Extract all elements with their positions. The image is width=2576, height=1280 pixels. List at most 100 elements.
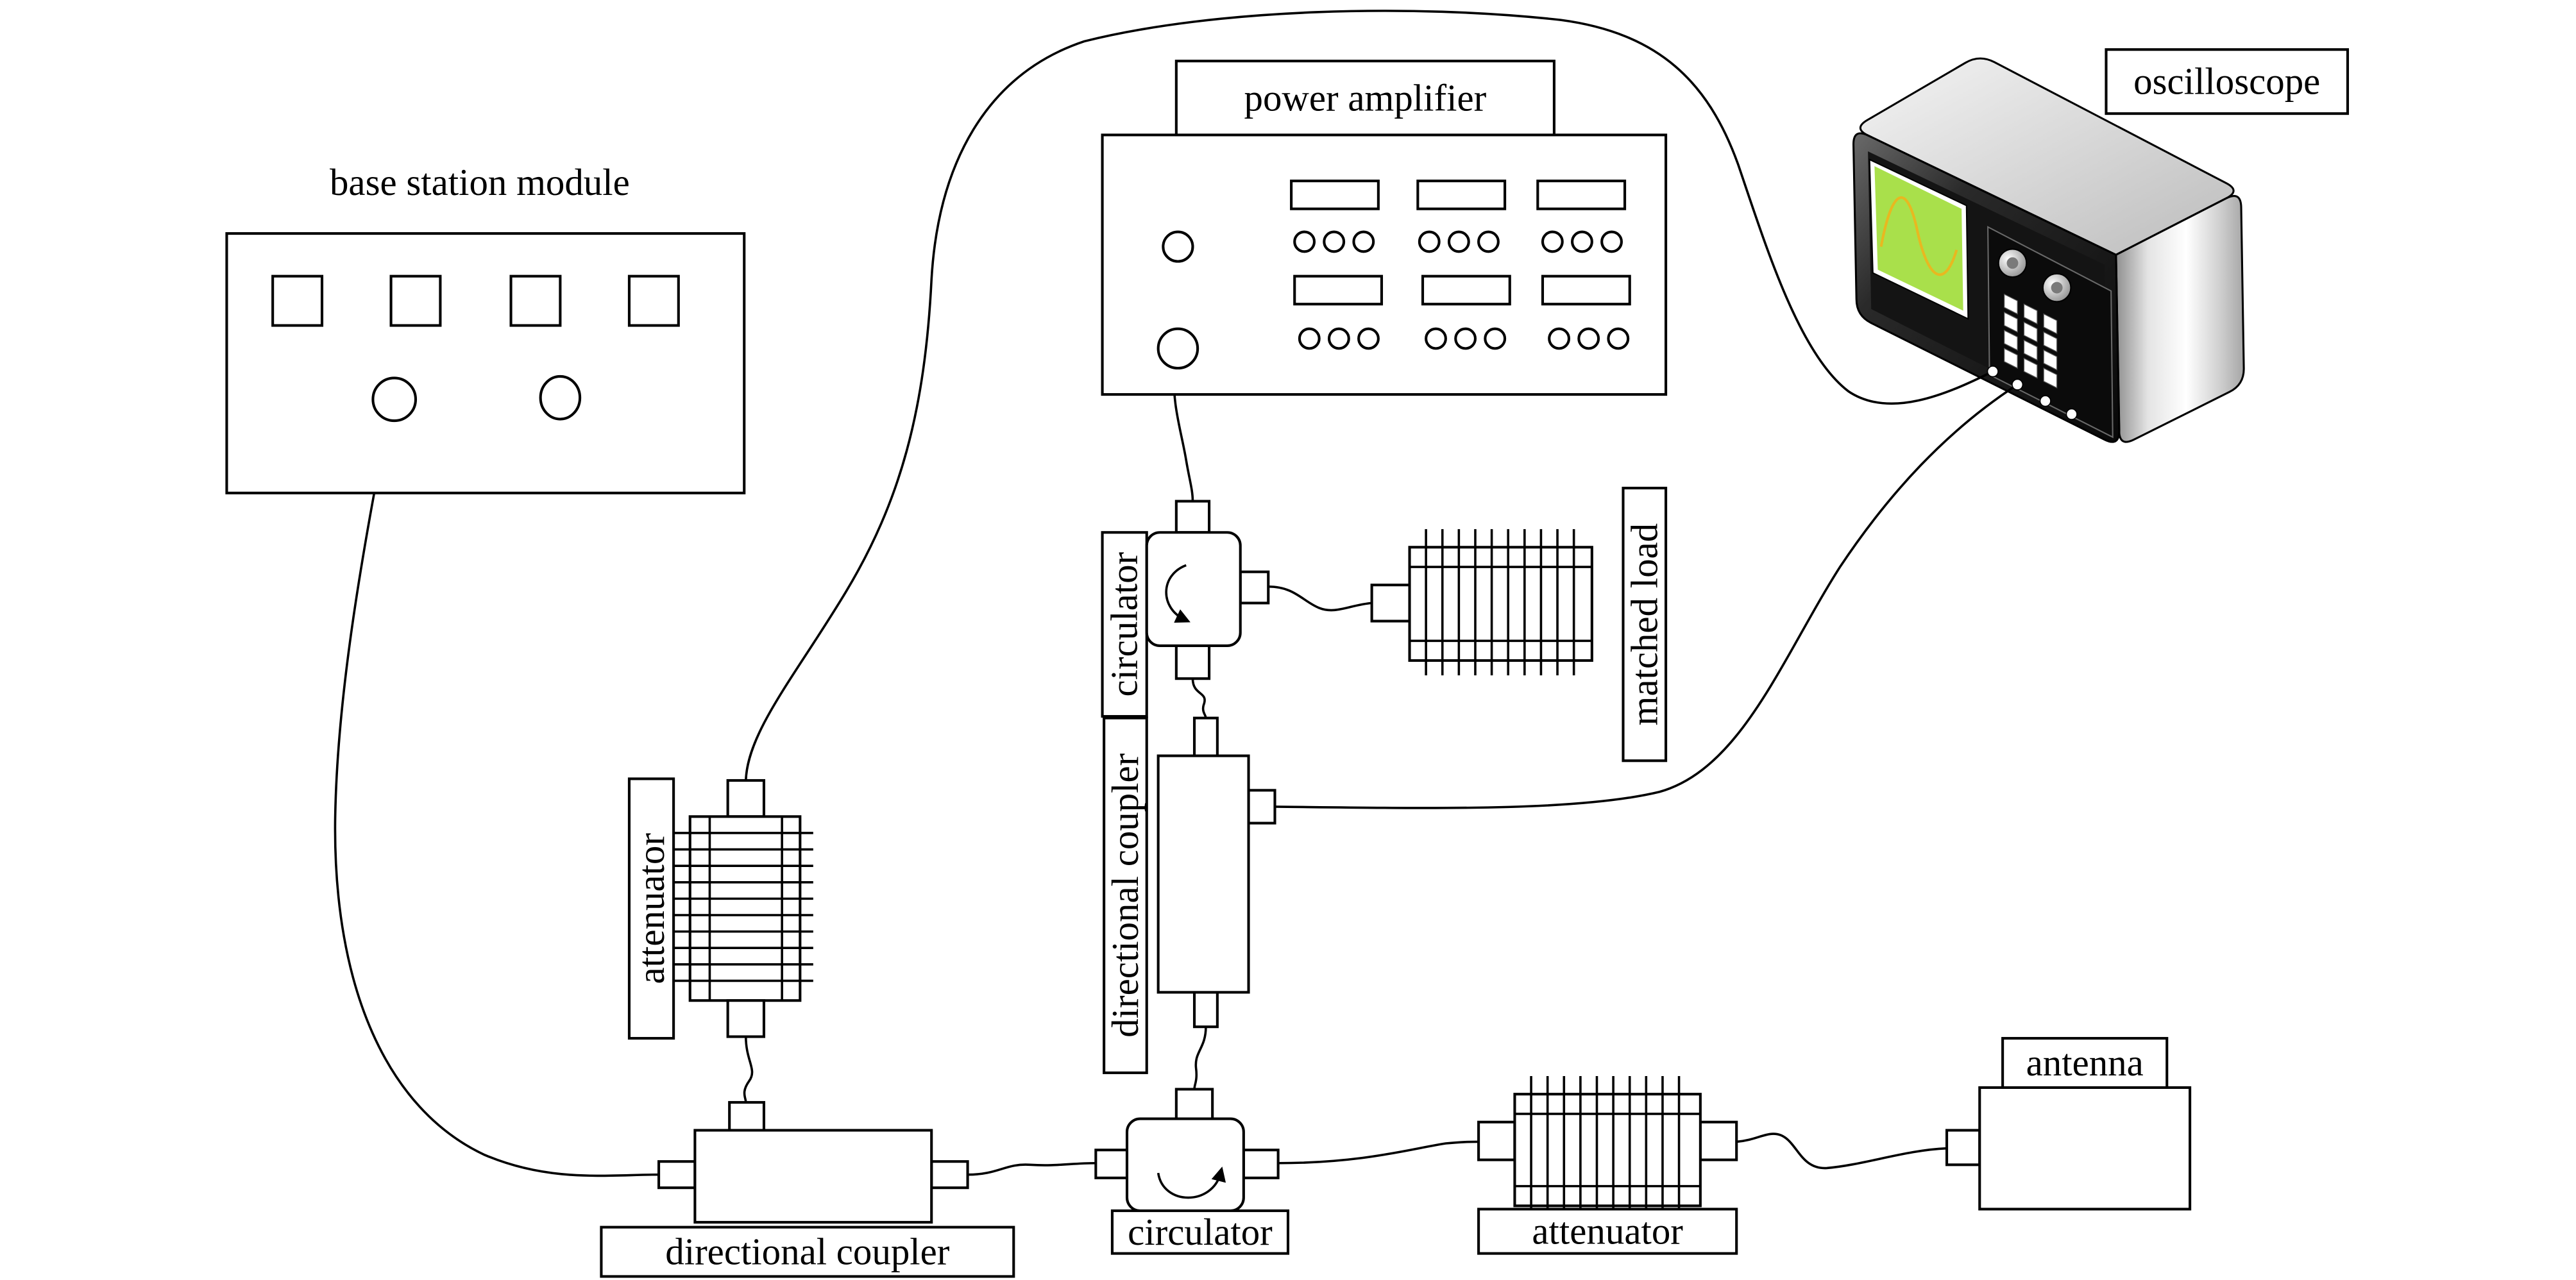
- oscilloscope-keypad: [2004, 293, 2058, 389]
- indicator-led: [1327, 327, 1350, 350]
- attenuator-bottom-core: [1514, 1113, 1700, 1188]
- oscilloscope-input-port: [1987, 366, 1999, 378]
- attenuator-left-label-box: [627, 777, 675, 1040]
- attenuator-left-body: [688, 815, 802, 1002]
- power-amplifier-indicators-row-1: [1293, 230, 1623, 253]
- oscilloscope-top-face: [1859, 57, 2235, 256]
- oscilloscope-label-box: [2105, 48, 2350, 115]
- directional-coupler-vertical: directional coupler: [1103, 716, 1276, 1074]
- circulator-bottom-label-box: [1110, 1209, 1290, 1255]
- base-station-slot: [271, 274, 324, 327]
- indicator-led: [1571, 230, 1593, 253]
- directional-coupler-vertical-port-coupled: [1247, 789, 1276, 825]
- directional-coupler-bottom-body: [693, 1129, 933, 1224]
- power-amplifier-display: [1536, 180, 1627, 210]
- circulator-bottom-port-top: [1174, 1088, 1214, 1120]
- keypad-button: [2043, 367, 2058, 389]
- attenuator-bottom-connector-left: [1477, 1120, 1516, 1161]
- power-amplifier-indicators-row-2: [1298, 327, 1630, 350]
- base-station-rf-port: [371, 376, 418, 423]
- base-station-module-body: [225, 232, 746, 494]
- power-amplifier: power amplifier: [1101, 60, 1668, 396]
- attenuator-bottom: attenuator: [1477, 1076, 1738, 1255]
- circulation-arrow-icon: [1165, 564, 1191, 623]
- directional-coupler-vertical-label-box: [1103, 716, 1148, 1074]
- directional-coupler-vertical-body: [1157, 754, 1250, 994]
- circulator-upper-port-out: [1174, 644, 1211, 680]
- antenna-label-box: [2001, 1037, 2169, 1089]
- cable-coupler-to-bottom-circulator: [966, 1161, 1097, 1176]
- attenuator-left-fins: [674, 832, 813, 982]
- indicator-led: [1425, 327, 1447, 350]
- matched-load-connector: [1370, 584, 1411, 623]
- matched-load-fins: [1425, 529, 1575, 676]
- matched-load: matched load: [1370, 487, 1668, 762]
- power-amplifier-output-port: [1157, 327, 1199, 370]
- matched-load-body: [1408, 546, 1593, 662]
- cable-coupler-to-circulator: [1193, 1025, 1207, 1091]
- keypad-button: [2023, 357, 2038, 379]
- antenna-label: antenna: [2026, 1042, 2144, 1084]
- knob-center: [2006, 257, 2019, 269]
- directional-coupler-bottom: directional coupler: [600, 1100, 1015, 1278]
- indicator-led: [1548, 327, 1571, 350]
- power-amplifier-display: [1541, 274, 1631, 306]
- keypad-button: [2004, 293, 2018, 315]
- attenuator-left-label: attenuator: [631, 833, 672, 984]
- directional-coupler-bottom-port-in: [657, 1160, 697, 1190]
- keypad-button: [2004, 348, 2018, 369]
- directional-coupler-bottom-port-out: [930, 1160, 969, 1190]
- keypad-button: [2023, 303, 2038, 325]
- circulator-upper: circulator: [1101, 500, 1270, 718]
- base-station-slot: [627, 274, 680, 327]
- cable-attenuator-to-antenna: [1735, 1133, 1948, 1170]
- knob-center: [2051, 282, 2063, 294]
- indicator-led: [1541, 230, 1564, 253]
- circulator-bottom-label: circulator: [1128, 1211, 1273, 1253]
- oscilloscope-trace: [1879, 196, 1958, 276]
- cable-attenuator-to-oscilloscope: [745, 10, 1994, 782]
- oscilloscope-button: [2039, 395, 2051, 407]
- keypad-button: [2043, 313, 2058, 335]
- attenuator-bottom-fins: [1530, 1076, 1681, 1221]
- antenna: antenna: [1945, 1037, 2192, 1211]
- oscilloscope-input-port: [2012, 378, 2024, 391]
- power-amplifier-port: [1162, 230, 1194, 263]
- indicator-led: [1293, 230, 1316, 253]
- base-station-port: [539, 375, 582, 421]
- antenna-connector: [1945, 1129, 1981, 1166]
- base-station-module: base station module: [225, 162, 746, 494]
- oscilloscope-knobs: [1997, 248, 2072, 303]
- oscilloscope-button: [2065, 408, 2078, 420]
- indicator-led: [1484, 327, 1507, 350]
- base-station-slot: [509, 274, 562, 327]
- attenuator-left: attenuator: [627, 777, 813, 1040]
- indicator-led: [1607, 327, 1630, 350]
- keypad-button: [2023, 339, 2038, 361]
- directional-coupler-vertical-port-out: [1192, 991, 1219, 1029]
- cable-circulator-to-attenuator: [1276, 1140, 1480, 1165]
- power-amplifier-display: [1290, 180, 1380, 210]
- power-amplifier-display: [1416, 180, 1507, 210]
- attenuator-bottom-label: attenuator: [1532, 1211, 1683, 1252]
- attenuator-left-connector-top: [726, 779, 766, 818]
- indicator-led: [1352, 230, 1375, 253]
- circulator-bottom-port-right: [1242, 1149, 1280, 1179]
- indicator-led: [1418, 230, 1441, 253]
- indicator-led: [1600, 230, 1623, 253]
- directional-coupler-bottom-port-coupled: [728, 1100, 766, 1132]
- indicator-led: [1323, 230, 1346, 253]
- circulator-upper-port-in: [1174, 500, 1211, 534]
- circulator-bottom: circulator: [1094, 1088, 1290, 1255]
- antenna-body: [1978, 1086, 2192, 1211]
- cable-circulator-to-matched-load: [1267, 585, 1373, 612]
- keypad-button: [2004, 330, 2018, 351]
- matched-load-label-box: [1622, 487, 1668, 762]
- directional-coupler-bottom-label-box: [600, 1225, 1015, 1278]
- keypad-button: [2004, 311, 2018, 333]
- cable-attenuator-to-coupler: [743, 1035, 754, 1104]
- keypad-button: [2043, 331, 2058, 353]
- cable-circulator-to-coupler: [1191, 677, 1207, 720]
- base-station-module-label: base station module: [330, 162, 630, 203]
